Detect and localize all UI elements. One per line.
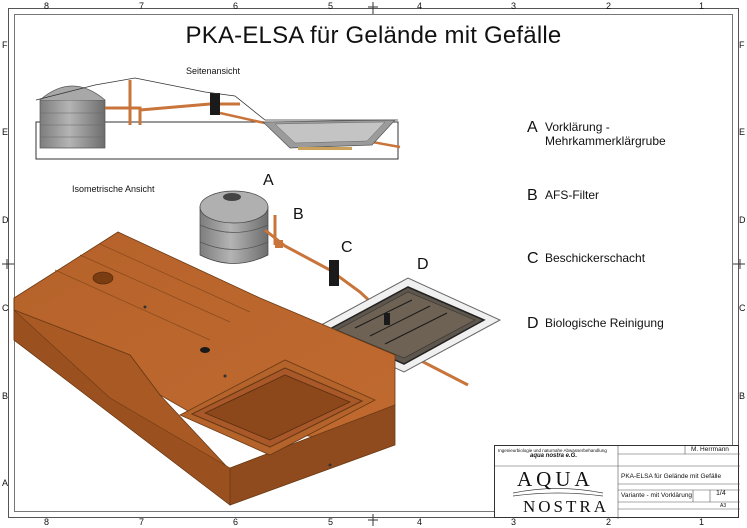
filter-c <box>329 260 339 286</box>
scale-top-6: 6 <box>233 1 239 11</box>
scale-bottom-4: 4 <box>417 517 423 527</box>
component-letter-c: C <box>341 239 353 256</box>
scale-bottom-3: 3 <box>511 517 517 527</box>
page-title: PKA-ELSA für Gelände mit Gefälle <box>185 22 562 49</box>
scale-right-b: B <box>739 391 746 401</box>
title-block-company: aqua nostra e.G. <box>530 453 578 459</box>
side-view-label: Seitenansicht <box>186 66 241 76</box>
scale-bottom-1: 1 <box>699 517 705 527</box>
title-block-variant: Variante - mit Vorklärung <box>621 492 693 499</box>
scale-top-8: 8 <box>44 1 50 11</box>
terrain-block <box>13 231 396 506</box>
scale-bottom-6: 6 <box>233 517 239 527</box>
scale-bottom-7: 7 <box>139 517 145 527</box>
side-view <box>35 77 401 160</box>
logo-aqua: AQUA <box>517 467 594 491</box>
scale-top-5: 5 <box>328 1 334 11</box>
legend-key-b: B <box>527 187 538 204</box>
component-letter-a: A <box>263 172 274 189</box>
title-block-grid <box>495 446 740 519</box>
scale-left-c: C <box>2 303 9 313</box>
component-letter-b: B <box>293 206 304 223</box>
scale-right-f: F <box>739 40 745 50</box>
title-block-drawing-title: PKA-ELSA für Gelände mit Gefälle <box>621 473 722 480</box>
iso-view-label: Isometrische Ansicht <box>72 184 155 194</box>
scale-top-4: 4 <box>417 1 423 11</box>
scale-bottom-2: 2 <box>606 517 612 527</box>
scale-top-1: 1 <box>699 1 705 11</box>
filter-b <box>275 240 283 248</box>
legend-text-b: AFS-Filter <box>545 188 599 202</box>
title-block-company-line: Ingenieurbiologie und naturnahe Abwasser… <box>498 448 607 453</box>
legend-key-c: C <box>527 250 539 267</box>
legend-key-d: D <box>527 315 539 332</box>
legend-text-a-2: Mehrkammerklärgrube <box>545 134 666 148</box>
scale-top-7: 7 <box>139 1 145 11</box>
scale-left-a: A <box>2 478 9 488</box>
logo-nostra: NOSTRA <box>523 497 610 516</box>
legend-item-d: D Biologische Reinigung <box>527 316 727 334</box>
scale-right-d: D <box>739 215 746 225</box>
tank-a <box>199 190 269 264</box>
title-block-sheet: 1/4 <box>716 490 726 497</box>
legend-text-c: Beschickerschacht <box>545 251 646 265</box>
title-block-format: A3 <box>720 503 727 509</box>
legend-item-b: B AFS-Filter <box>527 188 727 206</box>
legend-text-a: Vorklärung - <box>545 120 610 134</box>
scale-left-d: D <box>2 215 9 225</box>
scale-left-b: B <box>2 391 9 401</box>
title-block-author: M. Herrmann <box>691 446 729 453</box>
legend-item-c: C Beschickerschacht <box>527 251 727 269</box>
scale-right-e: E <box>739 127 746 137</box>
scale-left-f: F <box>2 40 8 50</box>
legend-text-d: Biologische Reinigung <box>545 316 664 330</box>
title-block: Ingenieurbiologie und naturnahe Abwasser… <box>494 445 740 519</box>
legend-key-a: A <box>527 119 538 136</box>
scale-right-c: C <box>739 303 746 313</box>
scale-top-2: 2 <box>606 1 612 11</box>
component-letter-d: D <box>417 256 429 273</box>
legend-item-a: A Vorklärung - Mehrkammerklärgrube <box>527 120 727 152</box>
scale-bottom-8: 8 <box>44 517 50 527</box>
scale-left-e: E <box>2 127 9 137</box>
scale-top-3: 3 <box>511 1 517 11</box>
drawing-inner-frame <box>14 14 733 512</box>
scale-bottom-5: 5 <box>328 517 334 527</box>
